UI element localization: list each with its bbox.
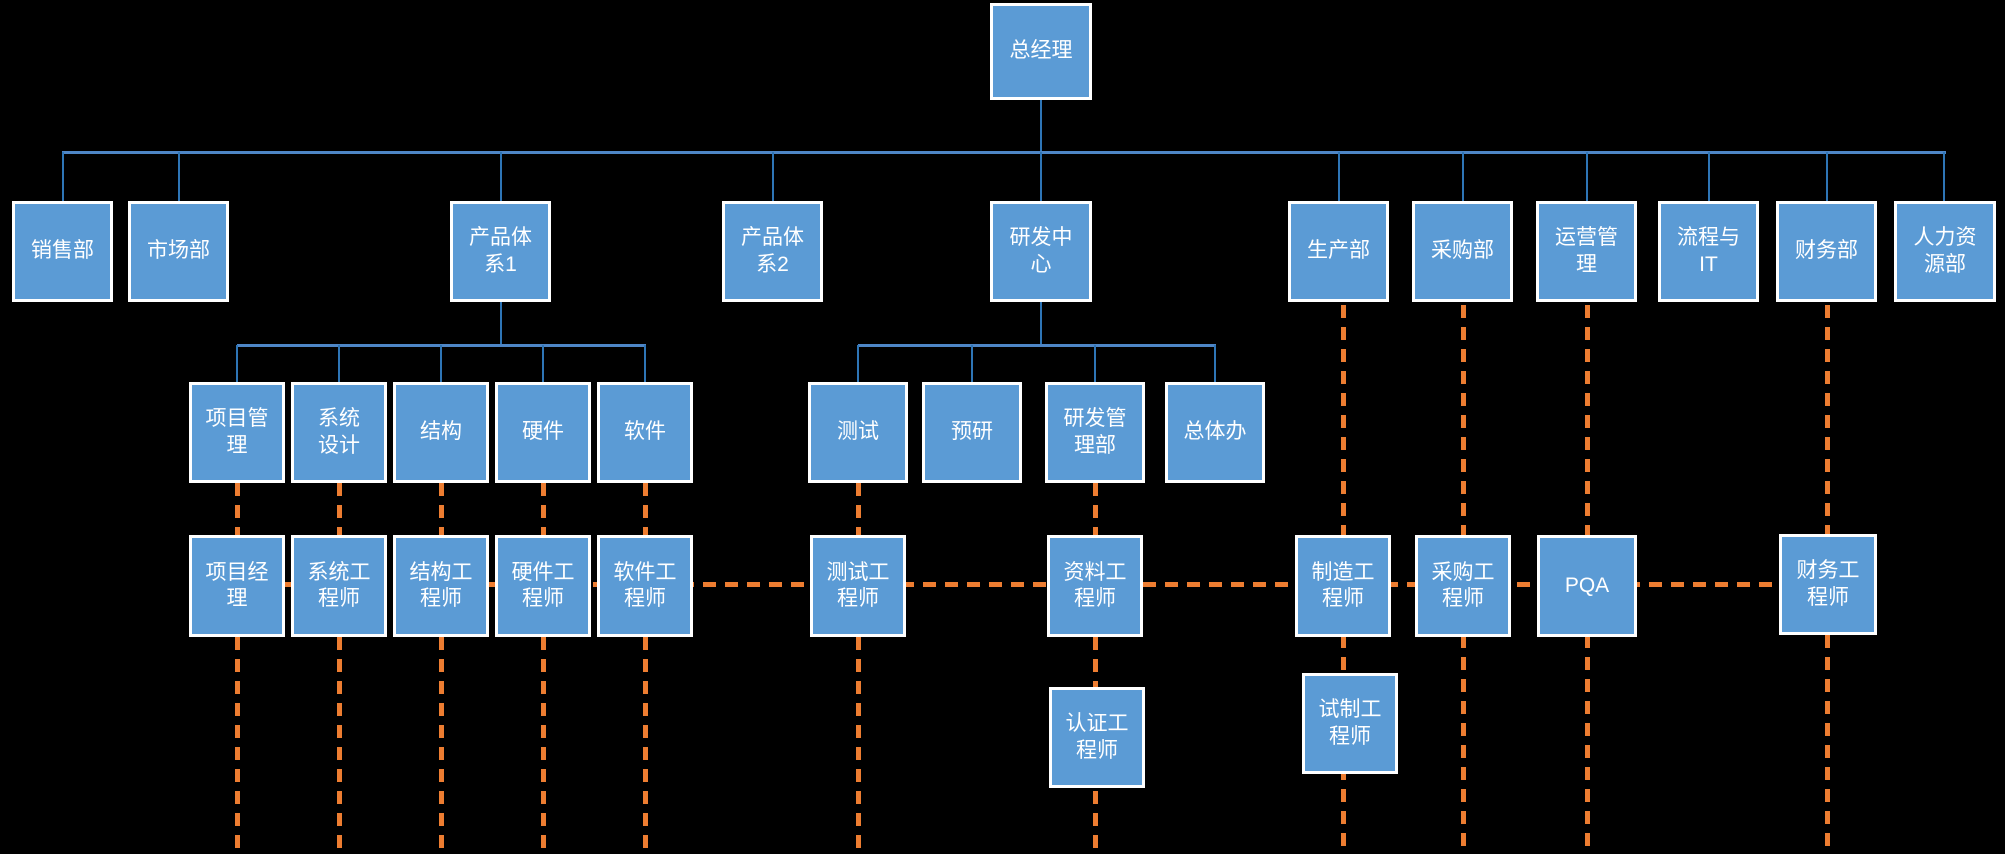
org-node-structure-engineer[interactable]: 结构工 程师 xyxy=(393,535,489,637)
solid-connector-line xyxy=(542,345,544,382)
solid-connector-line xyxy=(1094,345,1096,382)
solid-connector-line xyxy=(857,345,859,382)
solid-connector-line xyxy=(1040,302,1042,345)
org-node-system-engineer[interactable]: 系统工 程师 xyxy=(291,535,387,637)
org-node-pre-research[interactable]: 预研 xyxy=(922,382,1022,483)
dashed-connector-line xyxy=(855,483,861,854)
dashed-connector-line xyxy=(438,483,444,854)
org-node-general-manager[interactable]: 总经理 xyxy=(990,3,1092,100)
org-node-general-office[interactable]: 总体办 xyxy=(1165,382,1265,483)
solid-connector-line xyxy=(62,152,64,201)
org-node-project-manager[interactable]: 项目经 理 xyxy=(189,535,285,637)
solid-connector-line xyxy=(1338,152,1340,201)
solid-connector-line xyxy=(338,345,340,382)
org-node-rd-mgmt-dept[interactable]: 研发管 理部 xyxy=(1045,382,1145,483)
solid-connector-line xyxy=(1214,345,1216,382)
dashed-connector-line xyxy=(642,483,648,854)
dashed-connector-line xyxy=(285,581,1779,587)
org-node-structure[interactable]: 结构 xyxy=(393,382,489,483)
org-node-hr-dept[interactable]: 人力资 源部 xyxy=(1894,201,1996,302)
org-node-software[interactable]: 软件 xyxy=(597,382,693,483)
dashed-connector-line xyxy=(1092,483,1098,854)
solid-connector-line xyxy=(772,152,774,201)
org-node-test-engineer[interactable]: 测试工 程师 xyxy=(810,535,906,637)
org-node-purchasing-engineer[interactable]: 采购工 程师 xyxy=(1415,535,1511,637)
solid-connector-line xyxy=(1040,152,1042,201)
org-node-system-design[interactable]: 系统 设计 xyxy=(291,382,387,483)
solid-connector-line xyxy=(858,343,1216,347)
org-node-testing[interactable]: 测试 xyxy=(808,382,908,483)
org-node-production-dept[interactable]: 生产部 xyxy=(1288,201,1389,302)
org-node-product-line-2[interactable]: 产品体 系2 xyxy=(722,201,823,302)
org-node-certification-engineer[interactable]: 认证工 程师 xyxy=(1049,687,1145,788)
org-node-rd-center[interactable]: 研发中 心 xyxy=(990,201,1092,302)
solid-connector-line xyxy=(1040,100,1042,152)
solid-connector-line xyxy=(62,150,1946,154)
org-node-marketing-dept[interactable]: 市场部 xyxy=(128,201,229,302)
solid-connector-line xyxy=(178,152,180,201)
org-node-hardware-engineer[interactable]: 硬件工 程师 xyxy=(495,535,591,637)
solid-connector-line xyxy=(1943,152,1945,201)
dashed-connector-line xyxy=(540,483,546,854)
org-node-process-and-it-dept[interactable]: 流程与 IT xyxy=(1658,201,1759,302)
solid-connector-line xyxy=(1586,152,1588,201)
dashed-connector-line xyxy=(234,483,240,854)
solid-connector-line xyxy=(500,152,502,201)
org-node-pqa[interactable]: PQA xyxy=(1537,535,1637,637)
org-node-product-line-1[interactable]: 产品体 系1 xyxy=(450,201,551,302)
solid-connector-line xyxy=(236,345,238,382)
org-node-documentation-engineer[interactable]: 资料工 程师 xyxy=(1047,535,1143,637)
dashed-connector-line xyxy=(336,483,342,854)
org-node-project-mgmt[interactable]: 项目管 理 xyxy=(189,382,285,483)
org-node-finance-engineer[interactable]: 财务工 程师 xyxy=(1779,534,1877,635)
solid-connector-line xyxy=(500,302,502,345)
org-node-purchasing-dept[interactable]: 采购部 xyxy=(1412,201,1513,302)
solid-connector-line xyxy=(971,345,973,382)
solid-connector-line xyxy=(440,345,442,382)
org-node-manufacturing-engineer[interactable]: 制造工 程师 xyxy=(1295,535,1391,637)
org-node-hardware[interactable]: 硬件 xyxy=(495,382,591,483)
solid-connector-line xyxy=(1826,152,1828,201)
org-node-sales-dept[interactable]: 销售部 xyxy=(12,201,113,302)
solid-connector-line xyxy=(1708,152,1710,201)
org-node-finance-dept[interactable]: 财务部 xyxy=(1776,201,1877,302)
solid-connector-line xyxy=(1462,152,1464,201)
org-node-trial-production-engineer[interactable]: 试制工 程师 xyxy=(1302,673,1398,774)
solid-connector-line xyxy=(644,345,646,382)
org-node-software-engineer[interactable]: 软件工 程师 xyxy=(597,535,693,637)
org-node-operations-mgmt-dept[interactable]: 运营管 理 xyxy=(1536,201,1637,302)
